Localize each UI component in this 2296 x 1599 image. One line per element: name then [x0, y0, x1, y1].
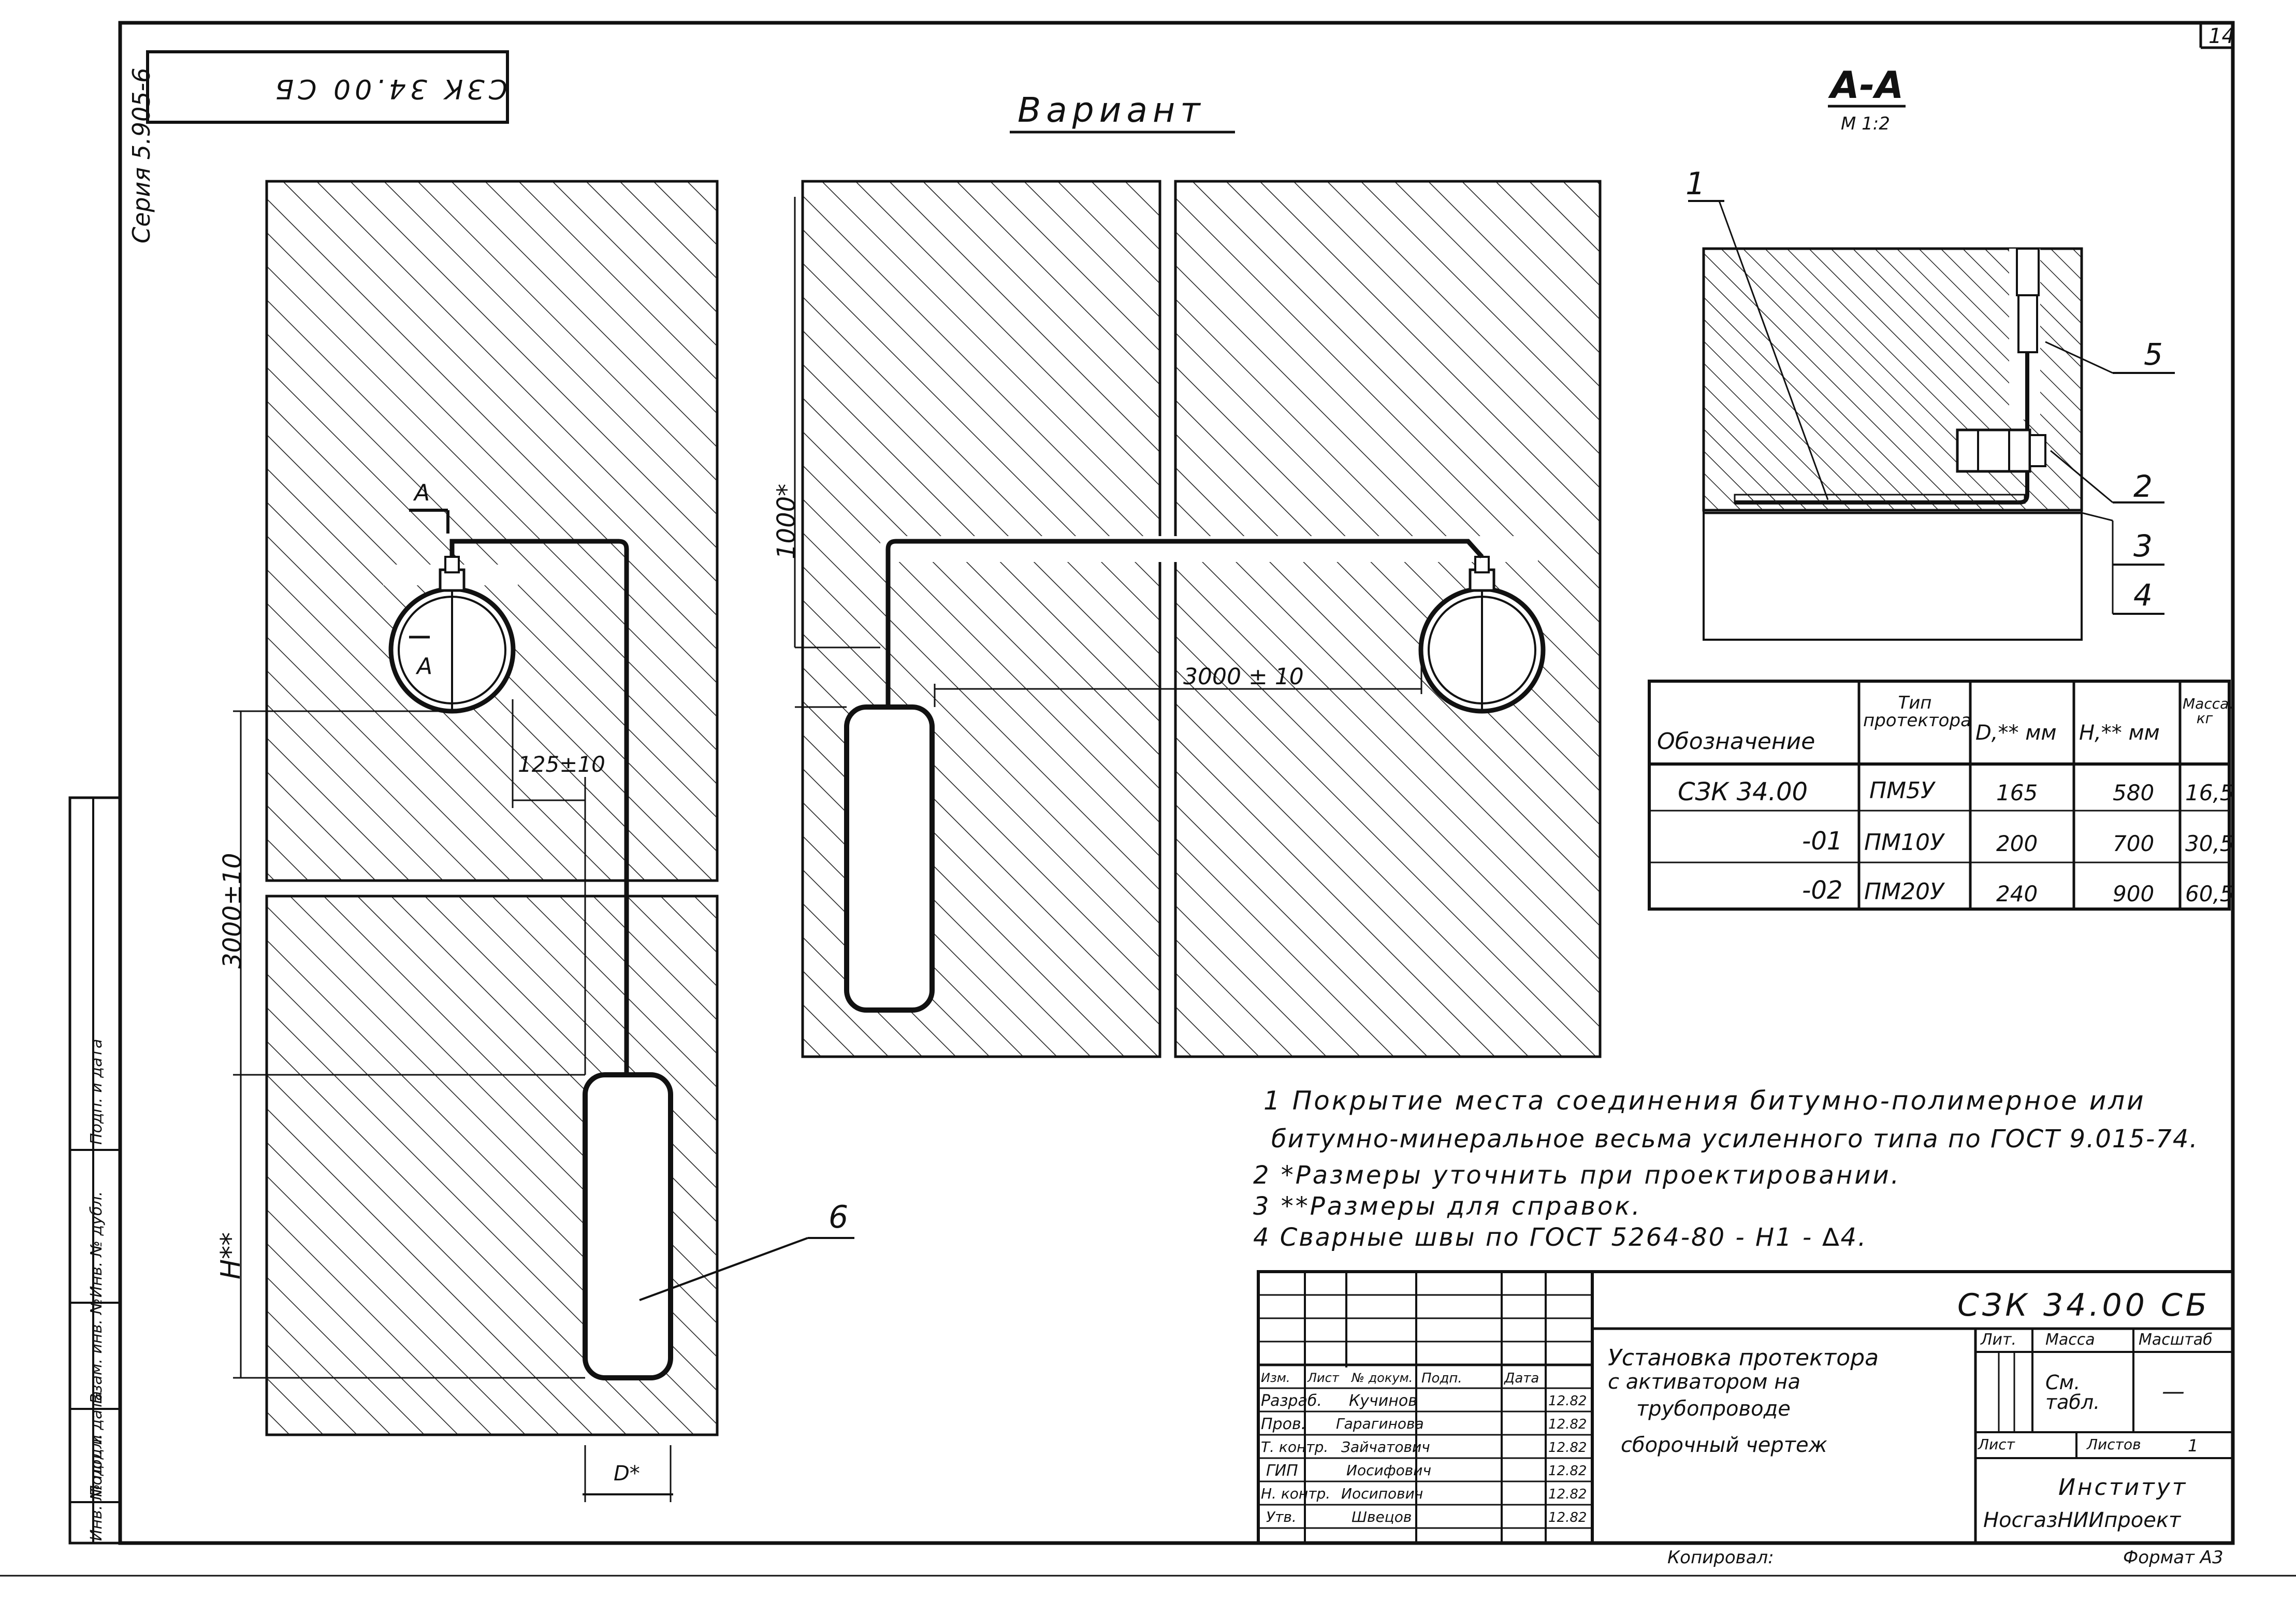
spec-row-2-d: 200 [1996, 831, 2038, 856]
note-1: 1 Покрытие места соединения битумно-поли… [1263, 1086, 2146, 1116]
spec-row-1-designation: СЗК 34.00 [1678, 777, 1808, 806]
tb-header-sign: Подп. [1421, 1371, 1462, 1386]
spec-row-2-mass: 30,5 [2185, 831, 2234, 856]
tb-name-2: Гарагинова [1336, 1415, 1424, 1432]
spec-row-1-h: 580 [2113, 780, 2155, 805]
tb-date-2: 12.82 [1548, 1417, 1587, 1432]
tb-header-doc: № докум. [1352, 1371, 1413, 1385]
tb-mass-label: Масса [2045, 1331, 2095, 1349]
spec-row-3-d: 240 [1996, 881, 2038, 906]
tb-date-3: 12.82 [1548, 1440, 1587, 1456]
tb-role-1: Разраб. [1261, 1392, 1322, 1410]
spec-row-1-type: ПМ5У [1869, 777, 1935, 804]
tb-sheets-value: 1 [2188, 1436, 2199, 1456]
tb-name-5: Иосипович [1341, 1485, 1423, 1502]
title-line-1: Установка протектора [1608, 1345, 1879, 1371]
dim-125: 125±10 [518, 752, 605, 777]
spec-row-2-h: 700 [2113, 831, 2155, 856]
callout-2: 2 [2133, 469, 2153, 504]
tb-role-6: Утв. [1266, 1508, 1297, 1525]
spec-row-3-designation: -02 [1802, 876, 1843, 905]
page-number: 14 [2208, 24, 2235, 48]
side-label-4: Инв. № дубл. [88, 1191, 106, 1298]
top-stamp-text: СЗК 34.00 СБ [271, 73, 507, 104]
section-mark-top: А [414, 480, 430, 506]
side-stamp-column [68, 796, 122, 1545]
dim-3000-vertical: 3000±10 [218, 853, 247, 969]
tb-name-1: Кучинов [1349, 1392, 1417, 1410]
title-line-3: трубопроводе [1636, 1397, 1791, 1421]
tb-lit-label: Лит. [1981, 1331, 2017, 1349]
spec-header-designation: Обозначение [1657, 728, 1815, 755]
note-2: 2 *Размеры уточнить при проектировании. [1253, 1161, 1901, 1190]
callout-4: 4 [2133, 578, 2153, 613]
drawing-frame [118, 21, 2235, 1545]
spec-row-2-type: ПМ10У [1864, 829, 1944, 856]
callout-3: 3 [2133, 528, 2153, 564]
tb-role-2: Пров. [1261, 1415, 1306, 1433]
tb-date-1: 12.82 [1548, 1393, 1587, 1409]
callout-1: 1 [1685, 166, 1706, 202]
section-mark-bottom: А [417, 653, 433, 680]
note-1-cont: битумно-минеральное весьма усиленного ти… [1271, 1125, 2199, 1154]
spec-row-3-h: 900 [2113, 881, 2155, 906]
tb-name-4: Иосифович [1346, 1462, 1431, 1479]
tb-scale-label: Масштаб [2139, 1331, 2213, 1349]
spec-header-h: H,** мм [2079, 721, 2160, 745]
spec-row-3-mass: 60,5 [2185, 881, 2234, 906]
top-stamp-box [146, 50, 509, 124]
section-title: А-А [1830, 63, 1904, 107]
spec-row-3-type: ПМ20У [1864, 878, 1944, 905]
dim-3000-horizontal: 3000 ± 10 [1183, 664, 1304, 690]
variant-view [794, 180, 1602, 1058]
tb-header-izm: Изм. [1261, 1371, 1290, 1385]
tb-header-date: Дата [1504, 1371, 1539, 1386]
spec-row-1-d: 165 [1996, 780, 2038, 805]
dim-1000: 1000* [772, 483, 801, 559]
tb-name-6: Швецов [1352, 1508, 1412, 1525]
tb-name-3: Зайчатович [1341, 1438, 1430, 1456]
side-label-3: Взам. инв. № [88, 1298, 106, 1404]
variant-title: Вариант [1018, 90, 1205, 130]
format-label: Формат А3 [2123, 1547, 2224, 1568]
callout-5: 5 [2144, 337, 2163, 372]
spec-header-mass: Масса, кг [2183, 695, 2234, 727]
tb-role-4: ГИП [1266, 1462, 1298, 1480]
title-code: СЗК 34.00 СБ [1957, 1287, 2210, 1323]
tb-header-list: Лист [1307, 1371, 1339, 1385]
tb-scale-value: — [2162, 1378, 2185, 1405]
left-view [233, 180, 854, 1502]
series-label: Серия 5.905-6 [127, 67, 155, 243]
spec-row-2-designation: -01 [1802, 827, 1843, 856]
spec-header-type: Тип протектора [1863, 693, 1971, 731]
note-3: 3 **Размеры для справок. [1253, 1192, 1642, 1221]
dim-h: H** [215, 1232, 246, 1279]
callout-6: 6 [829, 1199, 849, 1235]
title-line-4: сборочный чертеж [1621, 1433, 1827, 1457]
spec-header-d: D,** мм [1975, 721, 2057, 745]
tb-org-line-1: Институт [2058, 1474, 2188, 1501]
tb-date-5: 12.82 [1548, 1487, 1587, 1502]
side-label-2: Подп. и дата [88, 1391, 106, 1497]
side-label-5: Подп. и дата [88, 1039, 106, 1145]
note-4: 4 Сварные швы по ГОСТ 5264-80 - Н1 - ∆4. [1253, 1223, 1868, 1252]
tb-role-5: Н. контр. [1261, 1485, 1331, 1502]
title-line-2: с активатором на [1608, 1370, 1800, 1394]
tb-role-3: Т. контр. [1261, 1438, 1329, 1456]
tb-sheets-label: Листов [2087, 1436, 2141, 1453]
spec-row-1-mass: 16,5 [2185, 780, 2234, 805]
section-a-a [1010, 105, 2175, 641]
tb-date-6: 12.82 [1548, 1510, 1587, 1525]
section-scale: М 1:2 [1841, 113, 1890, 134]
spec-table-grid [1648, 680, 2231, 911]
tb-mass-value: См. табл. [2045, 1371, 2100, 1414]
title-block-grid [1257, 1270, 2234, 1545]
tb-org-line-2: НосгазНИИпроект [1983, 1508, 2181, 1532]
tb-date-4: 12.82 [1548, 1463, 1587, 1479]
dim-d: D* [614, 1462, 640, 1486]
copied-by-label: Копировал: [1667, 1547, 1774, 1568]
tb-sheet-label: Лист [1978, 1436, 2015, 1453]
